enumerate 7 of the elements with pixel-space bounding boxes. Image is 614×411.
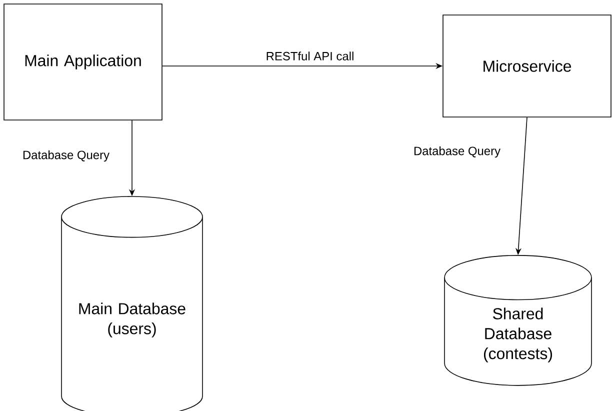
edge-label: Database Query [412,145,502,159]
process-box: Main Application [4,4,162,120]
database-cylinder: Shared Database (contests) [444,255,592,386]
database-cylinder: Main Database (users) [61,196,203,411]
edge-label: RESTful API call [264,50,356,62]
process-box: Microservice [442,14,612,118]
edge-label: Database Query [21,149,111,163]
